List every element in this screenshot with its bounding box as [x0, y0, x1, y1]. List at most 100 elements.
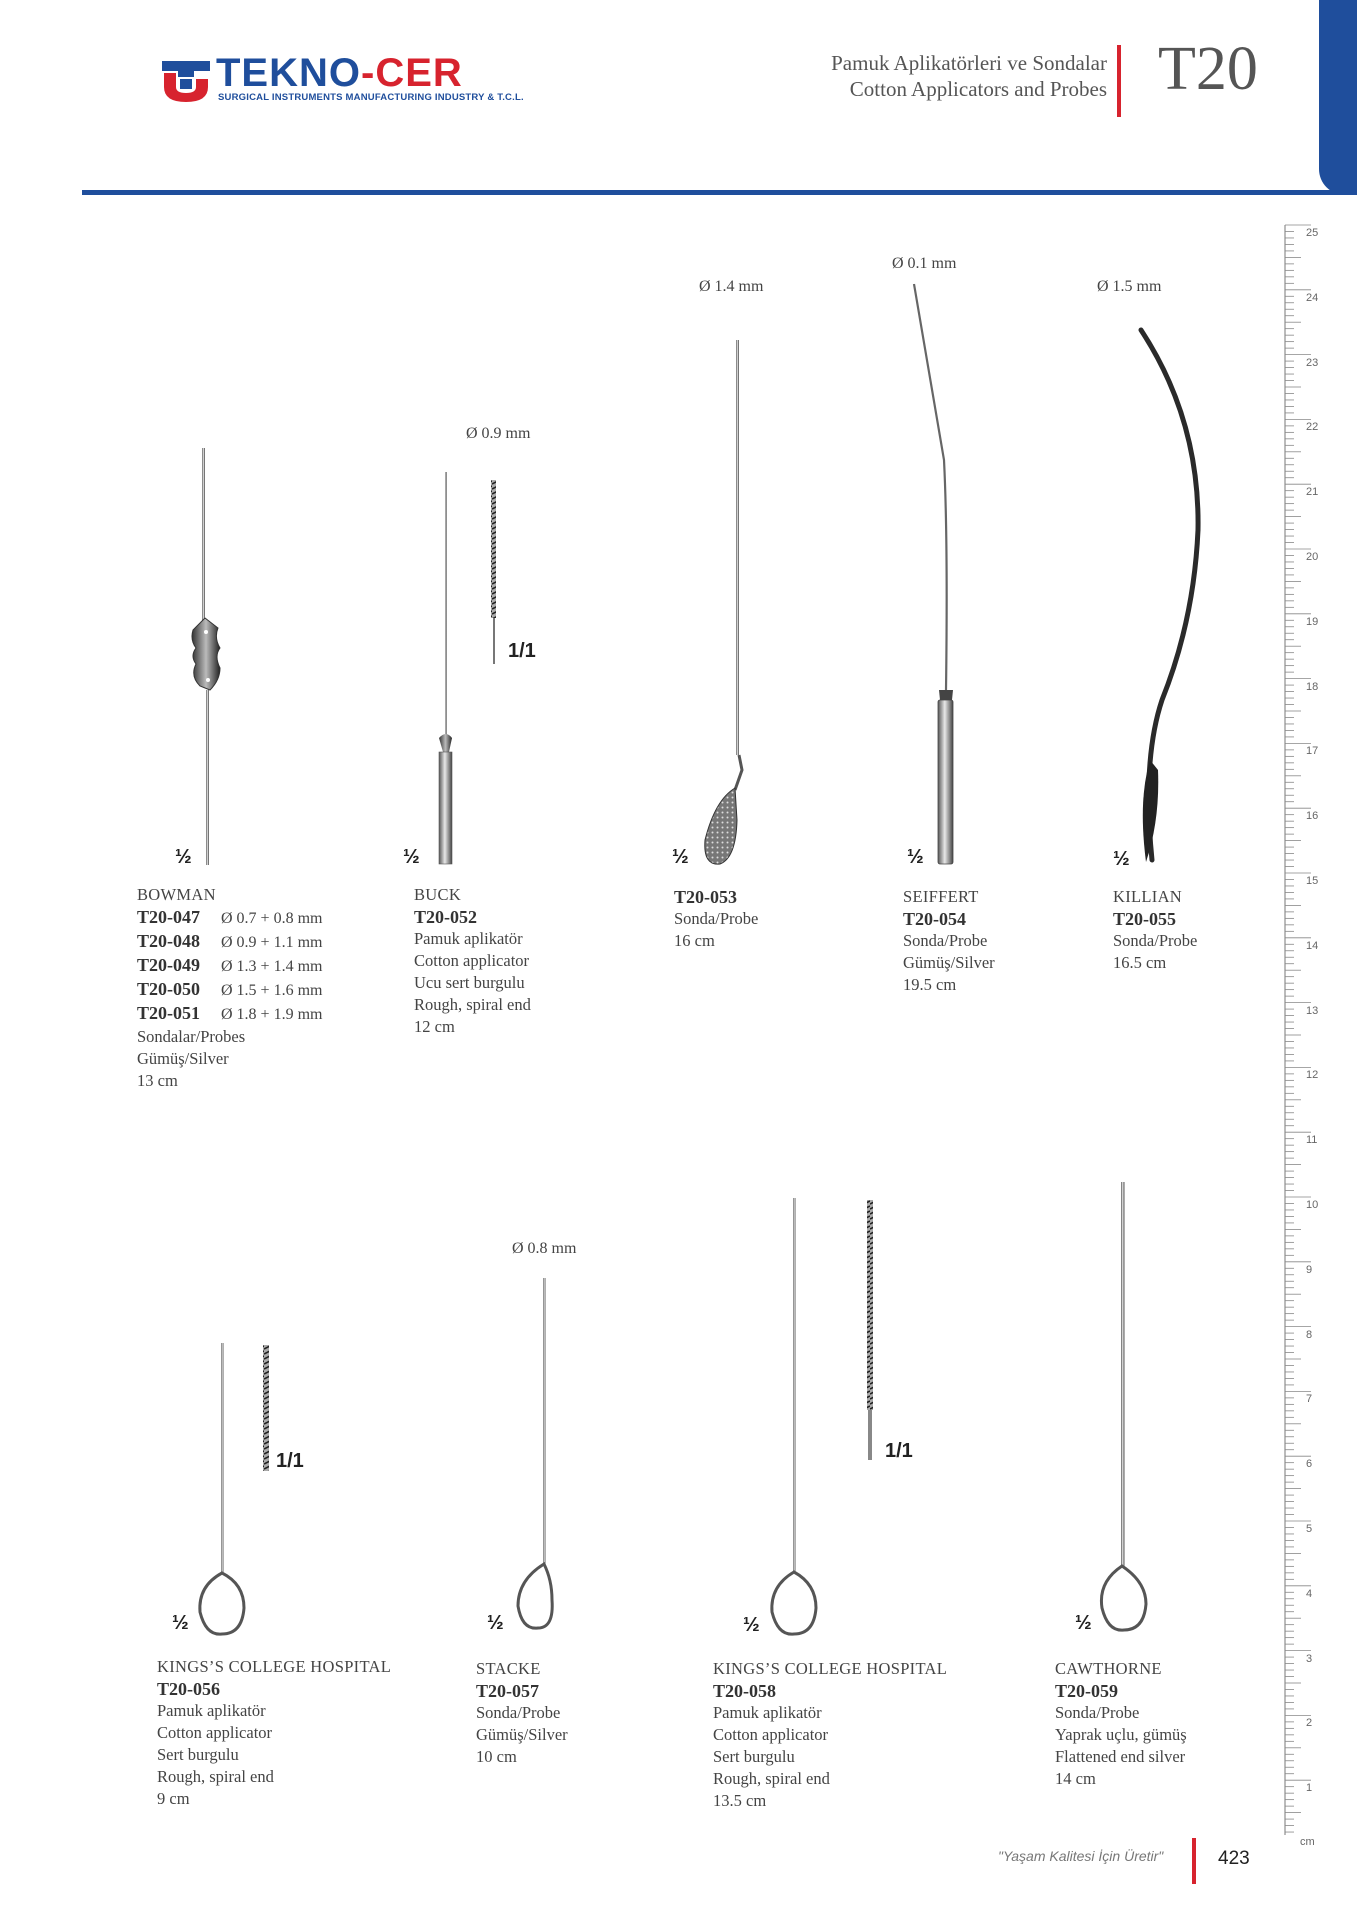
- ruler-label: 16: [1306, 810, 1319, 823]
- product-code: T20-057: [476, 1681, 539, 1701]
- footer-slogan: "Yaşam Kalitesi İçin Üretir": [998, 1848, 1164, 1864]
- kings-college-058-detail-scale: 1/1: [885, 1440, 913, 1462]
- product-detail: Rough, spiral end: [713, 1769, 830, 1788]
- killian-description: KILLIAN T20-055 Sonda/Probe 16.5 cm: [1113, 886, 1197, 974]
- ruler-label: 2: [1306, 1717, 1313, 1730]
- product-name: STACKE: [476, 1659, 541, 1678]
- stacke-description: STACKE T20-057 Sonda/Probe Gümüş/Silver …: [476, 1658, 568, 1768]
- ruler-label: 11: [1306, 1134, 1318, 1147]
- stacke-probe-illustration: [516, 1278, 554, 1630]
- product-name: BOWMAN: [137, 885, 216, 904]
- stacke-scale: ½: [487, 1612, 504, 1634]
- seiffert-description: SEIFFERT T20-054 Sonda/Probe Gümüş/Silve…: [903, 886, 995, 996]
- buck-scale: ½: [403, 846, 420, 868]
- buck-detail-scale: 1/1: [508, 640, 536, 662]
- product-name: KINGS’S COLLEGE HOSPITAL: [713, 1659, 948, 1678]
- product-detail: Pamuk aplikatör: [414, 929, 523, 948]
- product-detail: 10 cm: [476, 1747, 517, 1766]
- ruler-label: 9: [1306, 1263, 1313, 1276]
- killian-scale: ½: [1113, 848, 1130, 870]
- brand-name-part2: -CER: [361, 51, 463, 95]
- product-detail: Sondalar/Probes: [137, 1027, 246, 1046]
- probe-053-diameter: Ø 1.4 mm: [699, 278, 764, 295]
- buck-applicator-illustration: [438, 472, 496, 865]
- product-detail: Yaprak uçlu, gümüş: [1055, 1725, 1187, 1744]
- ruler-label: 15: [1306, 875, 1319, 887]
- product-code: T20-048: [137, 931, 200, 951]
- catalog-title-separator: [1117, 45, 1121, 117]
- product-code: T20-054: [903, 909, 966, 929]
- ruler-label: 23: [1306, 356, 1319, 369]
- product-code: T20-053: [674, 887, 737, 907]
- ruler-label: 5: [1306, 1523, 1313, 1535]
- product-detail: Gümüş/Silver: [903, 953, 995, 972]
- seiffert-scale: ½: [907, 846, 924, 868]
- kings-college-058-illustration: [770, 1198, 873, 1636]
- product-name: CAWTHORNE: [1055, 1659, 1162, 1678]
- footer-separator: [1192, 1838, 1196, 1884]
- product-code: T20-058: [713, 1681, 776, 1701]
- cawthorne-scale: ½: [1075, 1612, 1092, 1634]
- product-detail: Sonda/Probe: [674, 909, 759, 928]
- ruler-label: 3: [1306, 1652, 1313, 1665]
- catalog-title-tr: Pamuk Aplikatörleri ve Sondalar: [831, 51, 1107, 75]
- ruler-label: 22: [1306, 421, 1319, 434]
- product-detail: 9 cm: [157, 1789, 190, 1808]
- product-detail: Cotton applicator: [414, 951, 530, 970]
- buck-description: BUCK T20-052 Pamuk aplikatör Cotton appl…: [414, 884, 531, 1038]
- product-detail: Rough, spiral end: [414, 995, 531, 1014]
- product-code: T20-052: [414, 907, 477, 927]
- kings-college-058-scale: ½: [743, 1614, 760, 1636]
- product-code: T20-056: [157, 1679, 220, 1699]
- ruler-label: 14: [1306, 939, 1319, 952]
- product-detail: 13 cm: [137, 1071, 178, 1090]
- product-detail: Sert burgulu: [157, 1745, 239, 1764]
- catalog-code: T20: [1158, 35, 1258, 103]
- kings-college-056-detail-scale: 1/1: [276, 1450, 304, 1472]
- product-detail: Sert burgulu: [713, 1747, 795, 1766]
- product-detail: Cotton applicator: [157, 1723, 273, 1742]
- cawthorne-probe-illustration: [1099, 1182, 1148, 1632]
- product-detail: 16 cm: [674, 931, 715, 950]
- product-detail: Cotton applicator: [713, 1725, 829, 1744]
- brand-name: TEKNO-CER: [216, 51, 463, 96]
- catalog-title-en: Cotton Applicators and Probes: [849, 77, 1107, 101]
- bowman-probe-illustration: [191, 448, 221, 865]
- kings-college-058-description: KINGS’S COLLEGE HOSPITAL T20-058 Pamuk a…: [713, 1658, 947, 1812]
- ruler-unit: cm: [1300, 1836, 1315, 1848]
- header-divider: [82, 190, 1357, 195]
- variant-dimension: Ø 0.7 + 0.8 mm: [221, 910, 323, 927]
- product-detail: Flattened end silver: [1055, 1747, 1186, 1766]
- product-name: KINGS’S COLLEGE HOSPITAL: [157, 1657, 392, 1676]
- cawthorne-description: CAWTHORNE T20-059 Sonda/Probe Yaprak uçl…: [1055, 1658, 1187, 1790]
- product-detail: Sonda/Probe: [1113, 931, 1198, 950]
- ruler-label: 10: [1306, 1199, 1319, 1211]
- kings-college-056-scale: ½: [172, 1612, 189, 1634]
- kings-college-056-illustration: [198, 1343, 269, 1636]
- variant-dimension: Ø 1.5 + 1.6 mm: [221, 982, 323, 999]
- bowman-scale: ½: [175, 846, 192, 868]
- page-number: 423: [1218, 1848, 1250, 1869]
- product-code: T20-049: [137, 955, 200, 975]
- ruler-label: 12: [1306, 1069, 1319, 1082]
- product-code: T20-050: [137, 979, 200, 999]
- product-detail: Pamuk aplikatör: [713, 1703, 822, 1722]
- ruler-label: 17: [1306, 745, 1319, 758]
- ruler-label: 21: [1306, 486, 1319, 499]
- ruler-label: 6: [1306, 1458, 1313, 1471]
- kings-college-056-description: KINGS’S COLLEGE HOSPITAL T20-056 Pamuk a…: [157, 1656, 391, 1810]
- product-detail: Gümüş/Silver: [476, 1725, 568, 1744]
- ruler-label: 4: [1306, 1587, 1313, 1600]
- product-detail: 19.5 cm: [903, 975, 957, 994]
- product-detail: 12 cm: [414, 1017, 455, 1036]
- product-name: BUCK: [414, 885, 462, 904]
- product-detail: 16.5 cm: [1113, 953, 1167, 972]
- killian-probe-illustration: [1138, 327, 1201, 863]
- ruler-label: 19: [1306, 615, 1319, 628]
- stacke-diameter: Ø 0.8 mm: [512, 1240, 577, 1257]
